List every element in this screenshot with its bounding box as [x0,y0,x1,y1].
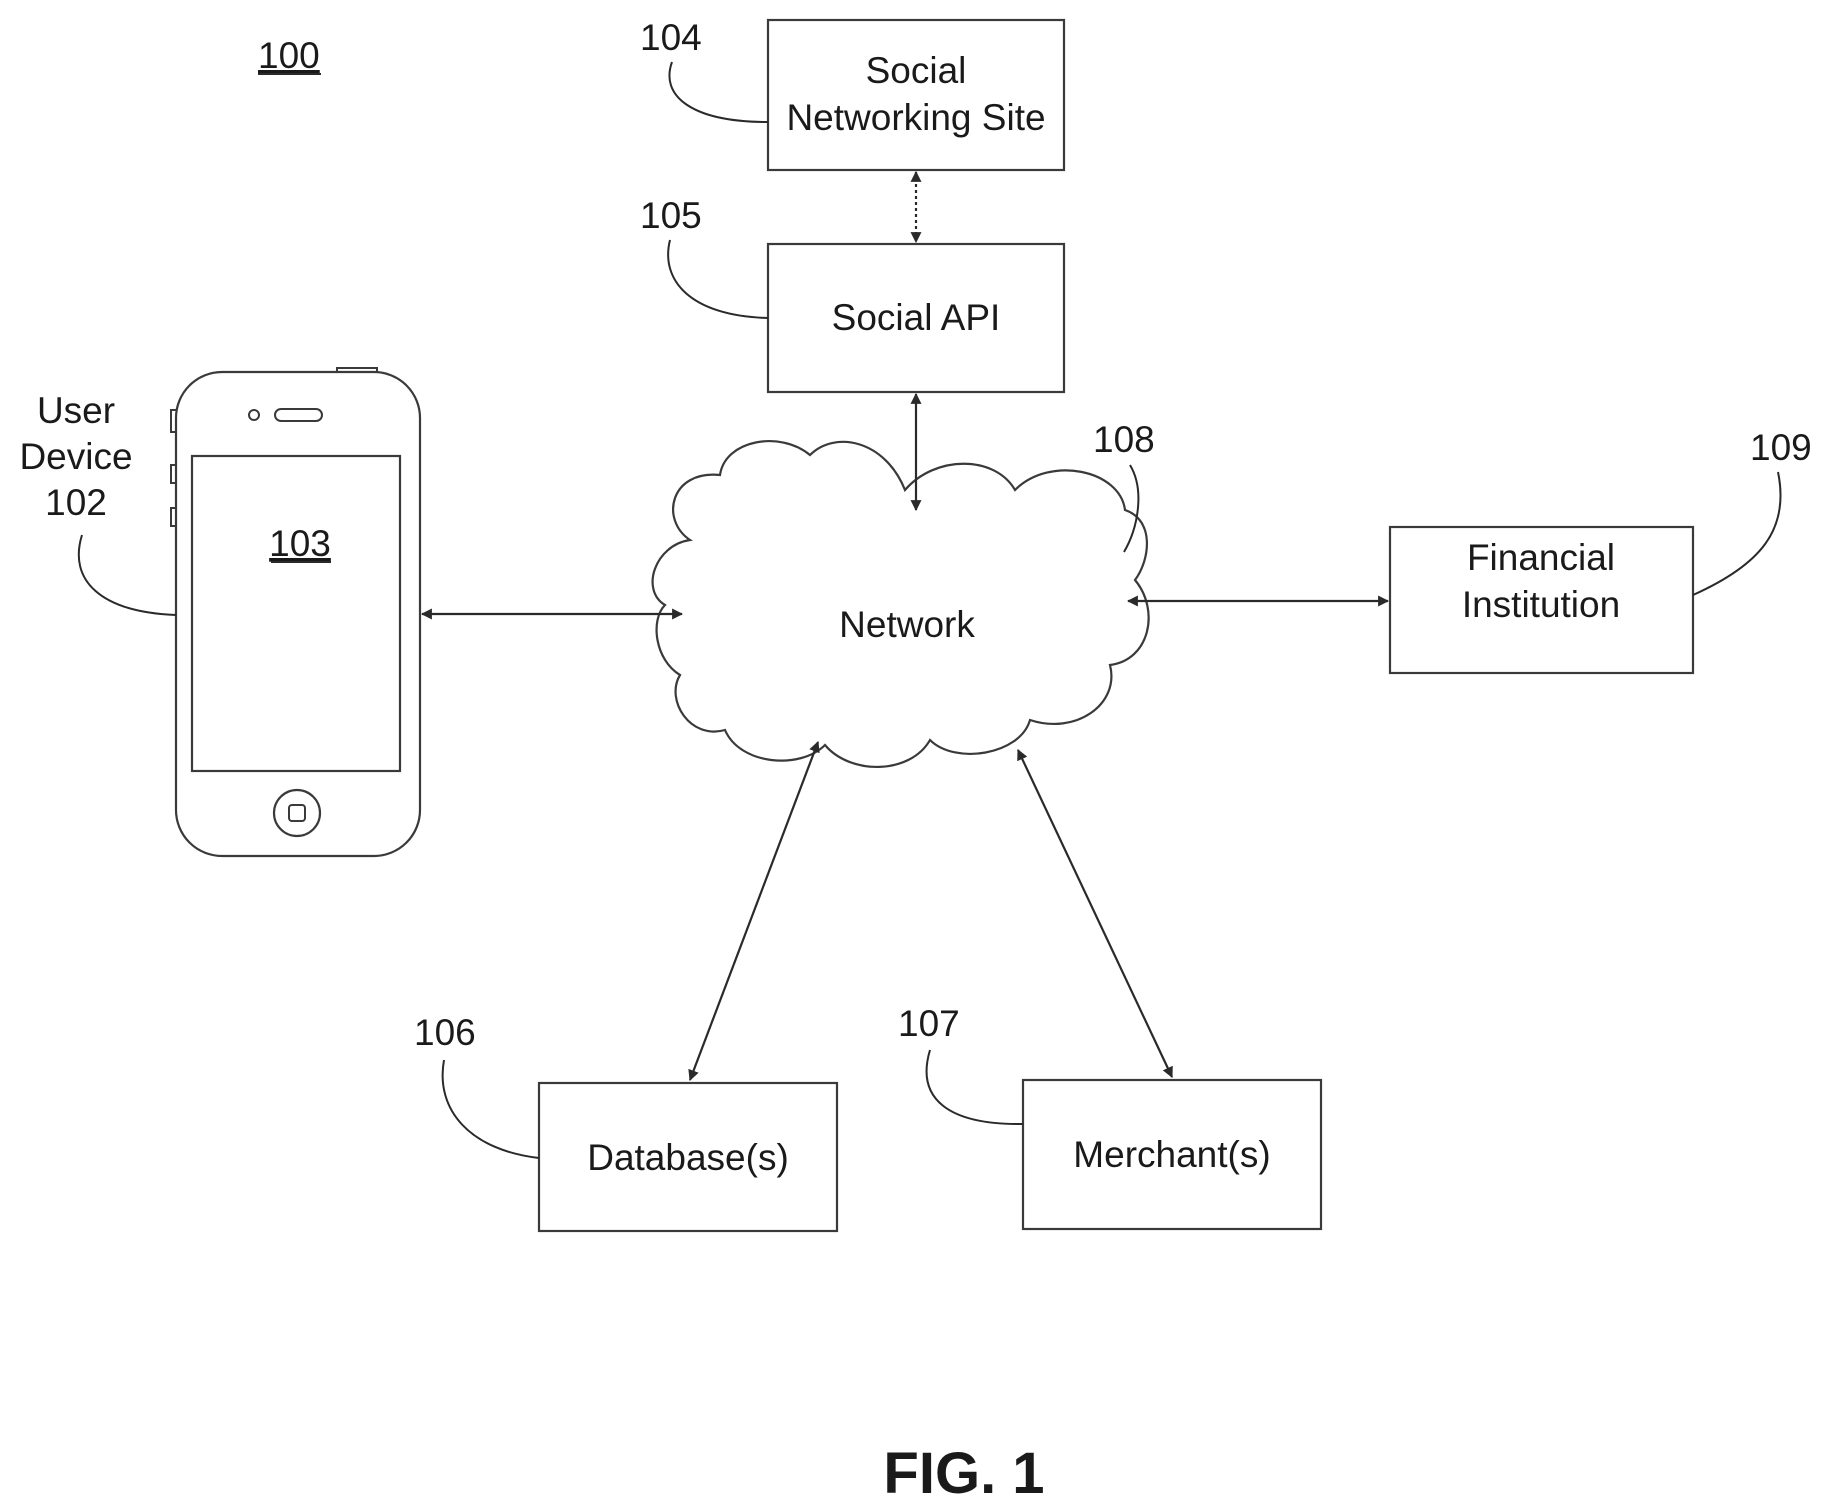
system-ref-label: 100 [258,35,320,76]
merchants-ref: 107 [898,1003,960,1044]
databases-leader [443,1060,539,1158]
social-api-ref: 105 [640,195,702,236]
social-networking-site-ref: 104 [640,17,702,58]
user-device-leader [79,535,176,615]
network-ref: 108 [1093,419,1155,460]
node-network: Network 108 [653,419,1155,767]
user-device-label-2: Device [19,436,132,477]
device-speaker-icon [275,409,322,421]
social-networking-site-leader [669,62,768,122]
financial-institution-ref: 109 [1750,427,1812,468]
device-screen-ref: 103 [269,523,331,564]
node-merchants: Merchant(s) 107 [898,1003,1321,1229]
merchants-label: Merchant(s) [1073,1134,1270,1175]
figure-caption: FIG. 1 [883,1441,1044,1506]
social-api-label: Social API [832,297,1001,338]
node-social-api: Social API 105 [640,195,1064,392]
social-networking-site-label-1: Social [866,50,967,91]
device-home-square-icon [289,805,305,821]
node-financial-institution: Financial Institution 109 [1390,427,1812,673]
merchants-leader [927,1050,1023,1124]
node-databases: Database(s) 106 [414,1012,837,1231]
financial-institution-label-2: Institution [1462,584,1620,625]
financial-institution-leader [1693,472,1781,595]
node-social-networking-site: Social Networking Site 104 [640,17,1064,170]
user-device-ref: 102 [45,482,107,523]
network-label: Network [839,604,975,645]
social-networking-site-box [768,20,1064,170]
financial-institution-label-1: Financial [1467,537,1615,578]
device-screen [192,456,400,771]
connector-network-databases [690,742,818,1080]
databases-label: Database(s) [587,1137,789,1178]
node-user-device: 103 User Device 102 [19,368,420,856]
device-camera-icon [249,410,259,420]
connector-network-merchants [1018,750,1172,1077]
social-networking-site-label-2: Networking Site [786,97,1045,138]
user-device-label-1: User [37,390,115,431]
social-api-leader [668,240,768,318]
databases-ref: 106 [414,1012,476,1053]
